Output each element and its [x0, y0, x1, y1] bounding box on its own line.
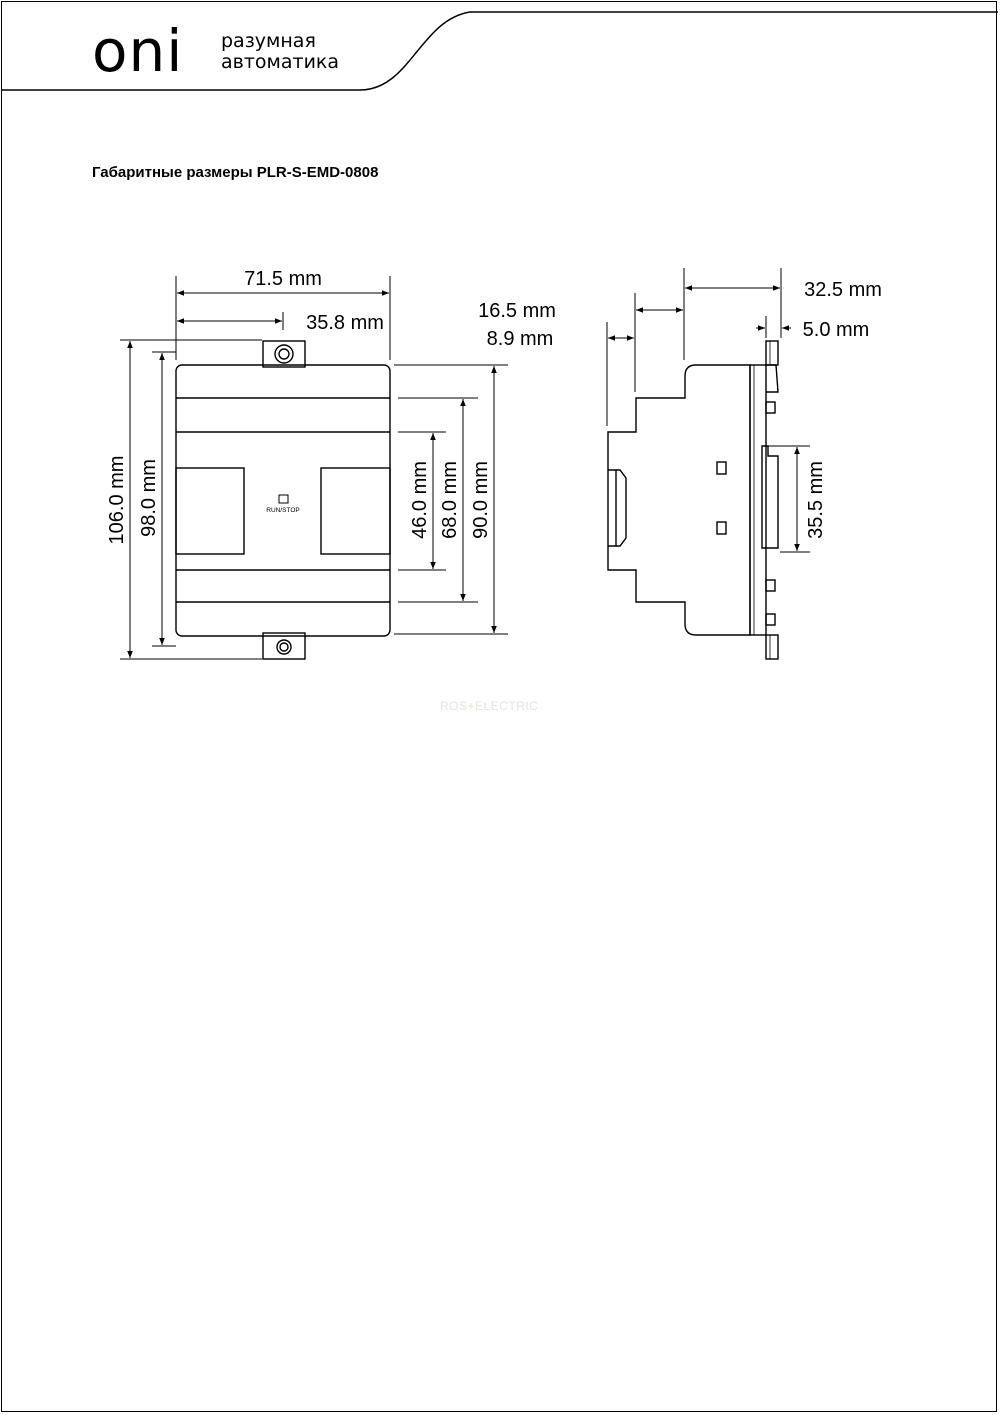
width-total-label: 71.5 mm [244, 268, 322, 290]
rail-height-label: 35.5 mm [805, 461, 827, 539]
side-view [607, 340, 779, 660]
page-title: Габаритные размеры PLR-S-EMD-0808 [92, 164, 379, 181]
tagline-line-2: автоматика [221, 51, 340, 73]
height-mid-label: 68.0 mm [439, 461, 461, 539]
height-outer-label: 90.0 mm [470, 461, 492, 539]
height-total-label: 106.0 mm [106, 456, 128, 545]
front-dimensions [120, 276, 508, 660]
front-view [175, 340, 391, 660]
side-dimensions [606, 268, 810, 553]
depth-front-label: 16.5 mm [478, 300, 556, 322]
header-band [2, 11, 998, 91]
height-window-label: 46.0 mm [409, 461, 431, 539]
watermark-left: ROS [440, 699, 468, 713]
depth-rear-label: 32.5 mm [804, 279, 882, 301]
front-dimension-labels: 71.5 mm 35.8 mm 106.0 mm 98.0 mm 46.0 mm… [106, 268, 492, 544]
dimension-drawing: RUN/STOP 71.5 mm 35.8 mm [106, 268, 882, 660]
depth-step-label: 8.9 mm [487, 328, 554, 350]
side-dimension-labels: 16.5 mm 8.9 mm 32.5 mm 5.0 mm 35.5 mm [478, 279, 882, 539]
watermark-mark: + [467, 699, 476, 713]
width-half-label: 35.8 mm [306, 312, 384, 334]
watermark: ROS+ELECTRIC [440, 699, 538, 713]
rail-thickness-label: 5.0 mm [803, 319, 870, 341]
watermark-right: ELECTRIC [475, 699, 539, 713]
tagline-line-1: разумная [221, 30, 316, 52]
run-stop-label: RUN/STOP [266, 507, 299, 514]
brand-logo: oni [92, 17, 184, 85]
height-body-label: 98.0 mm [138, 459, 160, 537]
brand-tagline: разумная автоматика [221, 31, 339, 73]
